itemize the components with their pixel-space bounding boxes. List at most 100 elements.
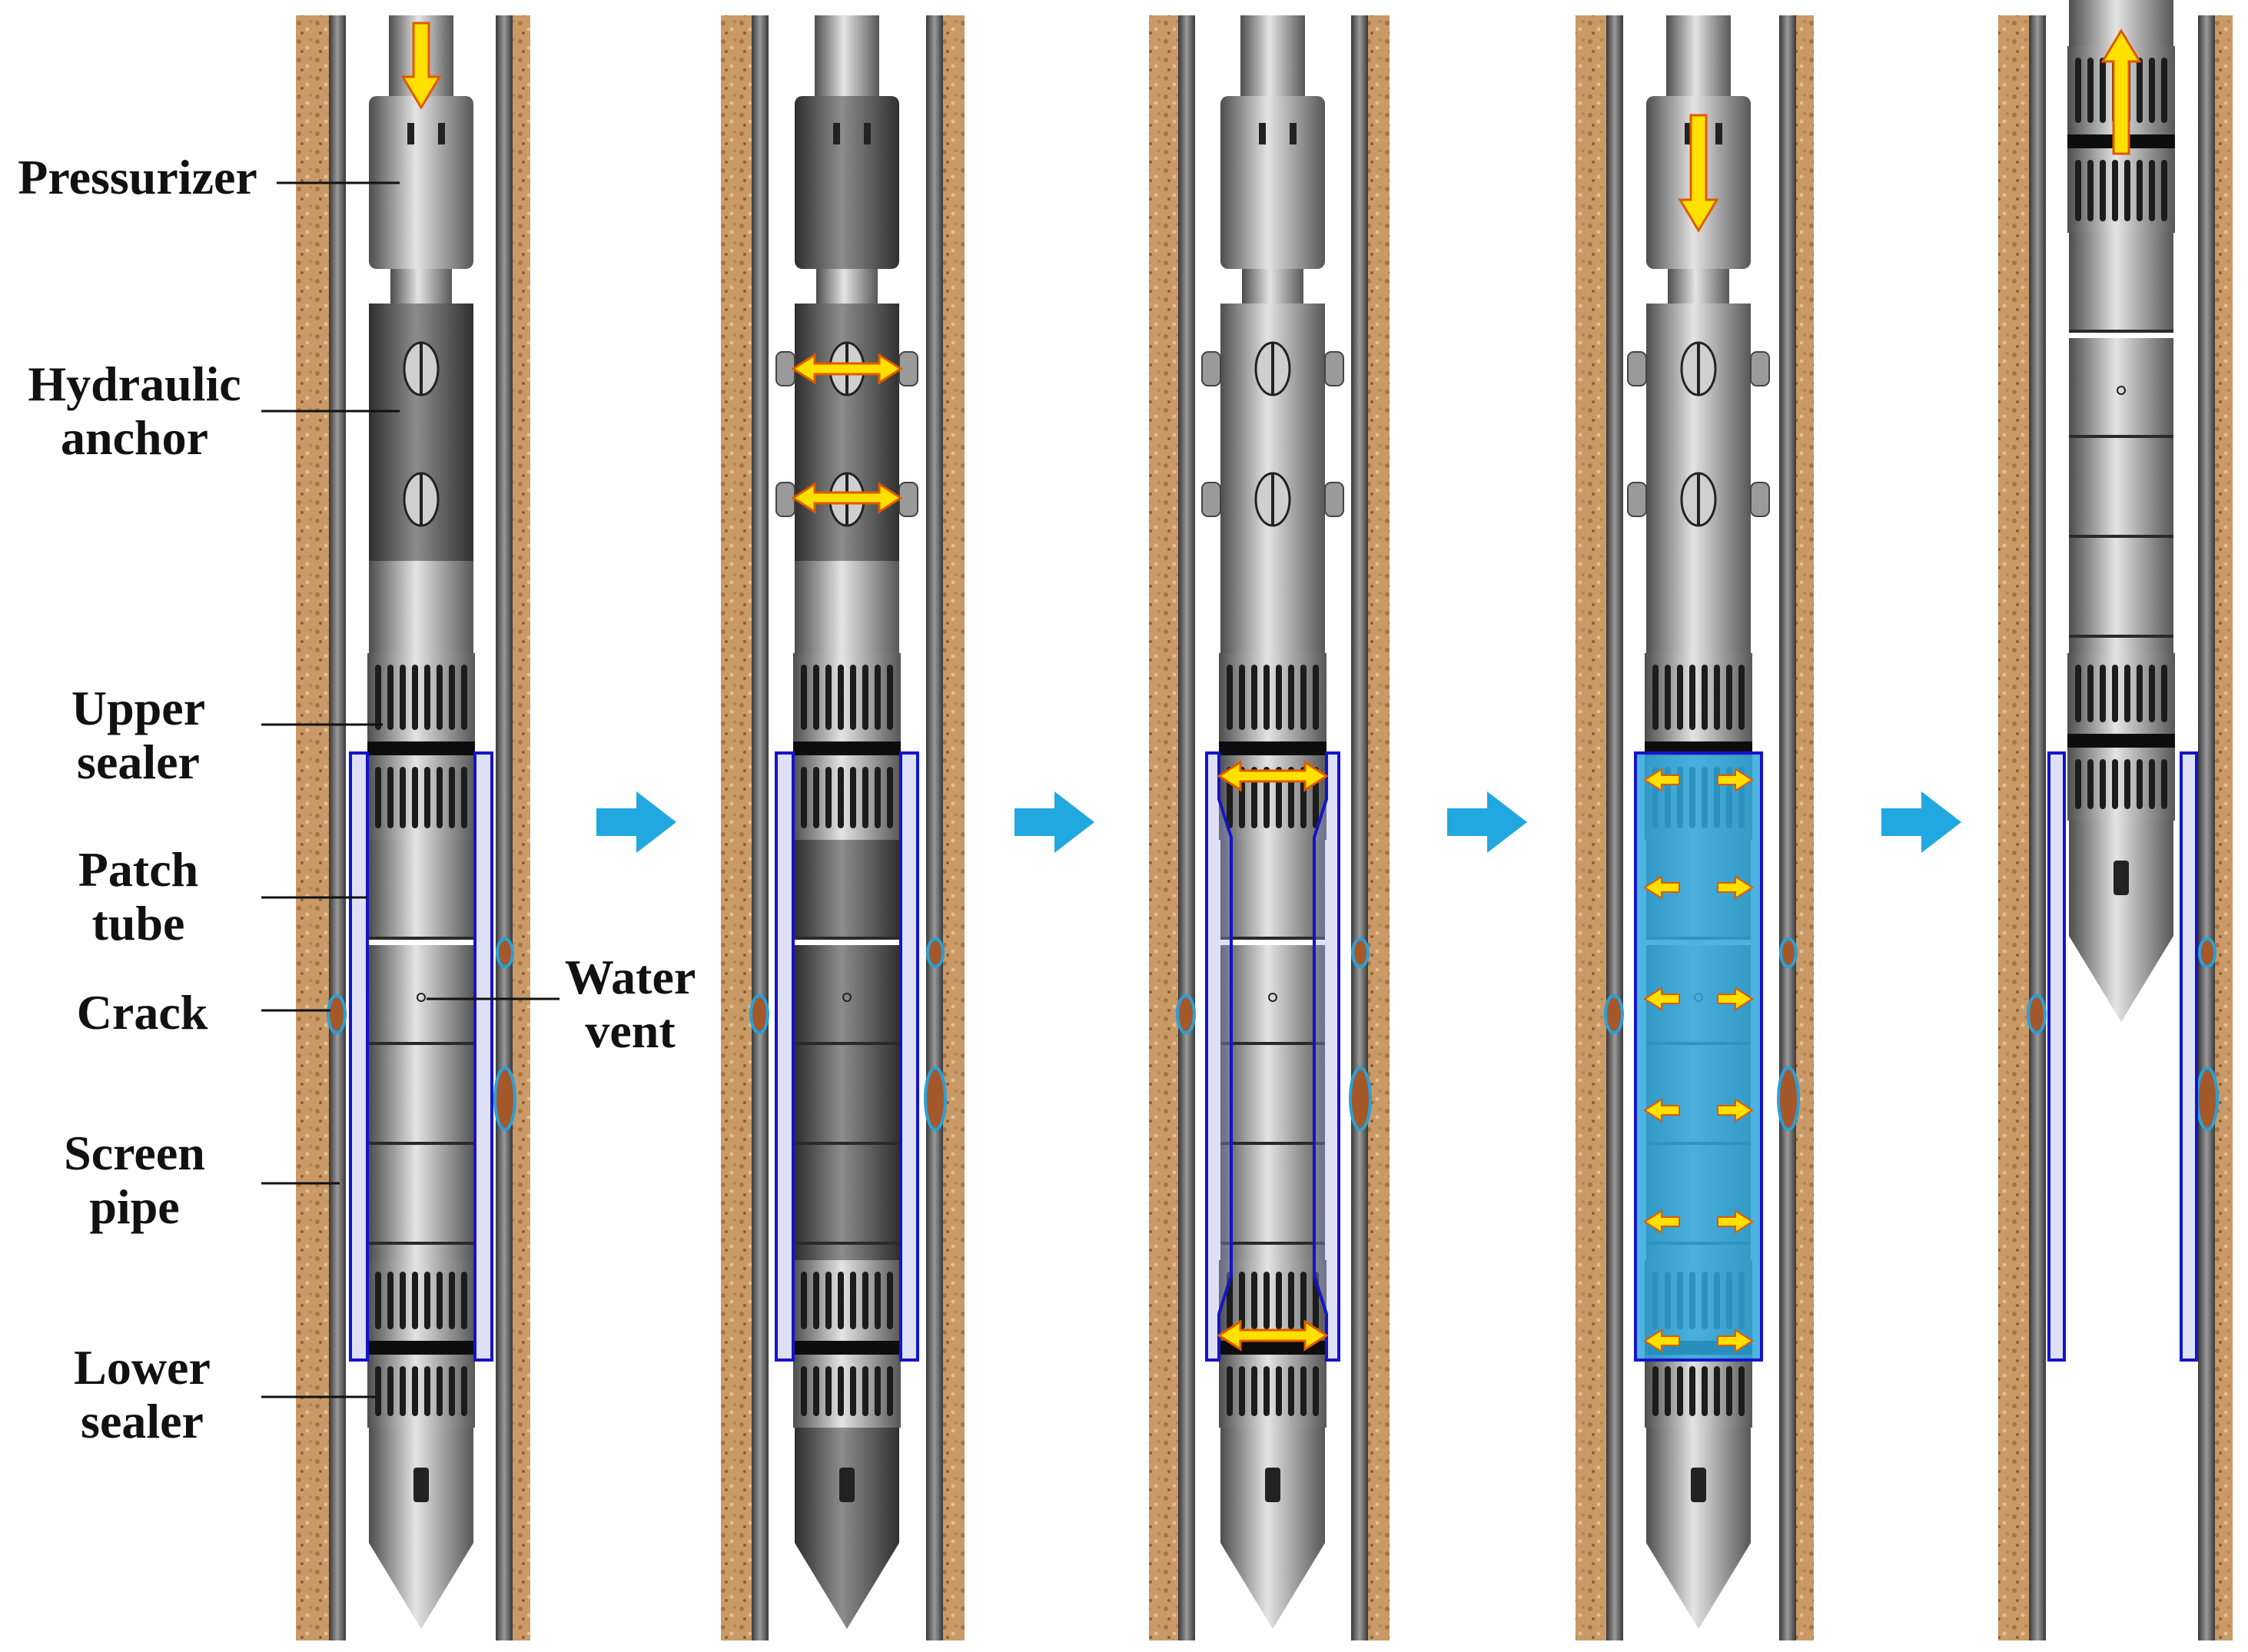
pressurizer-body: [1220, 96, 1325, 269]
slot: [813, 665, 819, 730]
anchor-slip-extended: [1750, 482, 1770, 517]
pressurizer-neck: [390, 269, 452, 304]
formation-left: [1149, 15, 1178, 1640]
double-arrow-icon: [1217, 1319, 1329, 1352]
left-arrow-icon: [1643, 987, 1680, 1011]
lower-sealer-upper: [2067, 653, 2175, 734]
slot: [449, 767, 455, 828]
right-arrow-icon: [1717, 1098, 1754, 1123]
slot: [2100, 759, 2106, 809]
double-arrow-icon: [791, 353, 903, 385]
slot: [1300, 1366, 1307, 1416]
slot: [1738, 665, 1745, 730]
slot: [2100, 160, 2106, 221]
slot: [2075, 160, 2081, 221]
anchor-slip-extended: [1750, 351, 1770, 386]
slot: [437, 1366, 443, 1416]
lower-sealer: [1219, 1355, 1327, 1428]
upper-sealer: [793, 653, 901, 741]
slot: [1738, 1366, 1745, 1416]
step-arrow-icon: [596, 791, 676, 853]
casing-left: [1178, 15, 1195, 1640]
pressurizer-body: [369, 96, 473, 269]
slot: [2087, 759, 2094, 809]
slot: [2087, 160, 2094, 221]
pressurizer-port: [1685, 123, 1692, 144]
anchor-slip-extended: [775, 482, 795, 517]
slot: [862, 1272, 868, 1329]
slot: [437, 1272, 443, 1329]
slot: [1652, 665, 1659, 730]
drill-pipe: [1666, 15, 1731, 100]
slot: [424, 665, 430, 730]
anchor-slip-extended: [898, 482, 918, 517]
formation-right: [513, 15, 530, 1640]
crack-hole: [1349, 1067, 1372, 1131]
slot: [825, 1272, 832, 1329]
slot: [825, 1366, 832, 1416]
right-arrow-icon: [1717, 987, 1754, 1011]
patch-tube-left-set: [2047, 751, 2066, 1362]
upper-sealer-band: [367, 741, 475, 755]
double-arrow-icon: [1217, 760, 1329, 792]
patch-tube-right: [473, 751, 493, 1362]
slot: [2161, 160, 2167, 221]
lower-sealer-upper: [793, 1260, 901, 1341]
upper-sealer-band: [1219, 741, 1327, 755]
slot: [862, 665, 868, 730]
slot: [2100, 58, 2106, 123]
slot: [801, 1272, 807, 1329]
anchor-sub: [1220, 561, 1325, 653]
crack-hole: [1779, 937, 1798, 968]
stage-5: [1998, 0, 2233, 1640]
casing-right: [926, 15, 943, 1640]
slot: [2112, 665, 2118, 722]
upper-sealer: [1645, 653, 1752, 741]
slot: [2124, 665, 2130, 722]
slot: [2075, 58, 2081, 123]
pressurizer-body: [795, 96, 899, 269]
slot: [424, 1366, 430, 1416]
screen-pipe-segment: [369, 945, 473, 1045]
step-arrow-icon: [1447, 791, 1527, 853]
formation-right: [943, 15, 965, 1640]
slot: [1288, 1366, 1294, 1416]
casing-right: [2198, 15, 2215, 1640]
slot: [1665, 665, 1671, 730]
left-arrow-icon: [1643, 1329, 1680, 1353]
formation-left: [1998, 15, 2029, 1640]
upper-sealer: [1219, 653, 1327, 741]
crack-hole: [1176, 994, 1196, 1034]
formation-right: [1796, 15, 1814, 1640]
right-arrow-icon: [1717, 768, 1754, 792]
crack-hole: [493, 1067, 516, 1131]
casing-right: [1351, 15, 1368, 1640]
lower-sealer: [367, 1355, 475, 1428]
slot: [1665, 1366, 1671, 1416]
slot: [1276, 665, 1282, 730]
casing-left: [2029, 15, 2046, 1640]
slot: [1263, 665, 1270, 730]
casing-right: [496, 15, 513, 1640]
slot: [2087, 58, 2094, 123]
formation-left: [296, 15, 329, 1640]
slot: [461, 767, 467, 828]
slot: [2137, 160, 2143, 221]
patch-tube-right-expanded: [1313, 751, 1340, 1362]
left-arrow-icon: [1643, 875, 1680, 900]
patch-tube-left: [775, 751, 795, 1362]
retrieved-tool: [2067, 0, 2175, 1022]
crack-hole: [327, 994, 347, 1034]
slot: [850, 1272, 856, 1329]
slot: [862, 767, 868, 828]
slot: [1300, 665, 1307, 730]
slot: [424, 767, 430, 828]
lower-sealer: [1645, 1355, 1752, 1428]
drill-pipe: [1240, 15, 1305, 100]
slot: [2075, 759, 2081, 809]
slot: [375, 1272, 381, 1329]
left-arrow-icon: [1643, 768, 1680, 792]
slot: [1689, 1366, 1695, 1416]
right-arrow-icon: [1717, 1329, 1754, 1353]
